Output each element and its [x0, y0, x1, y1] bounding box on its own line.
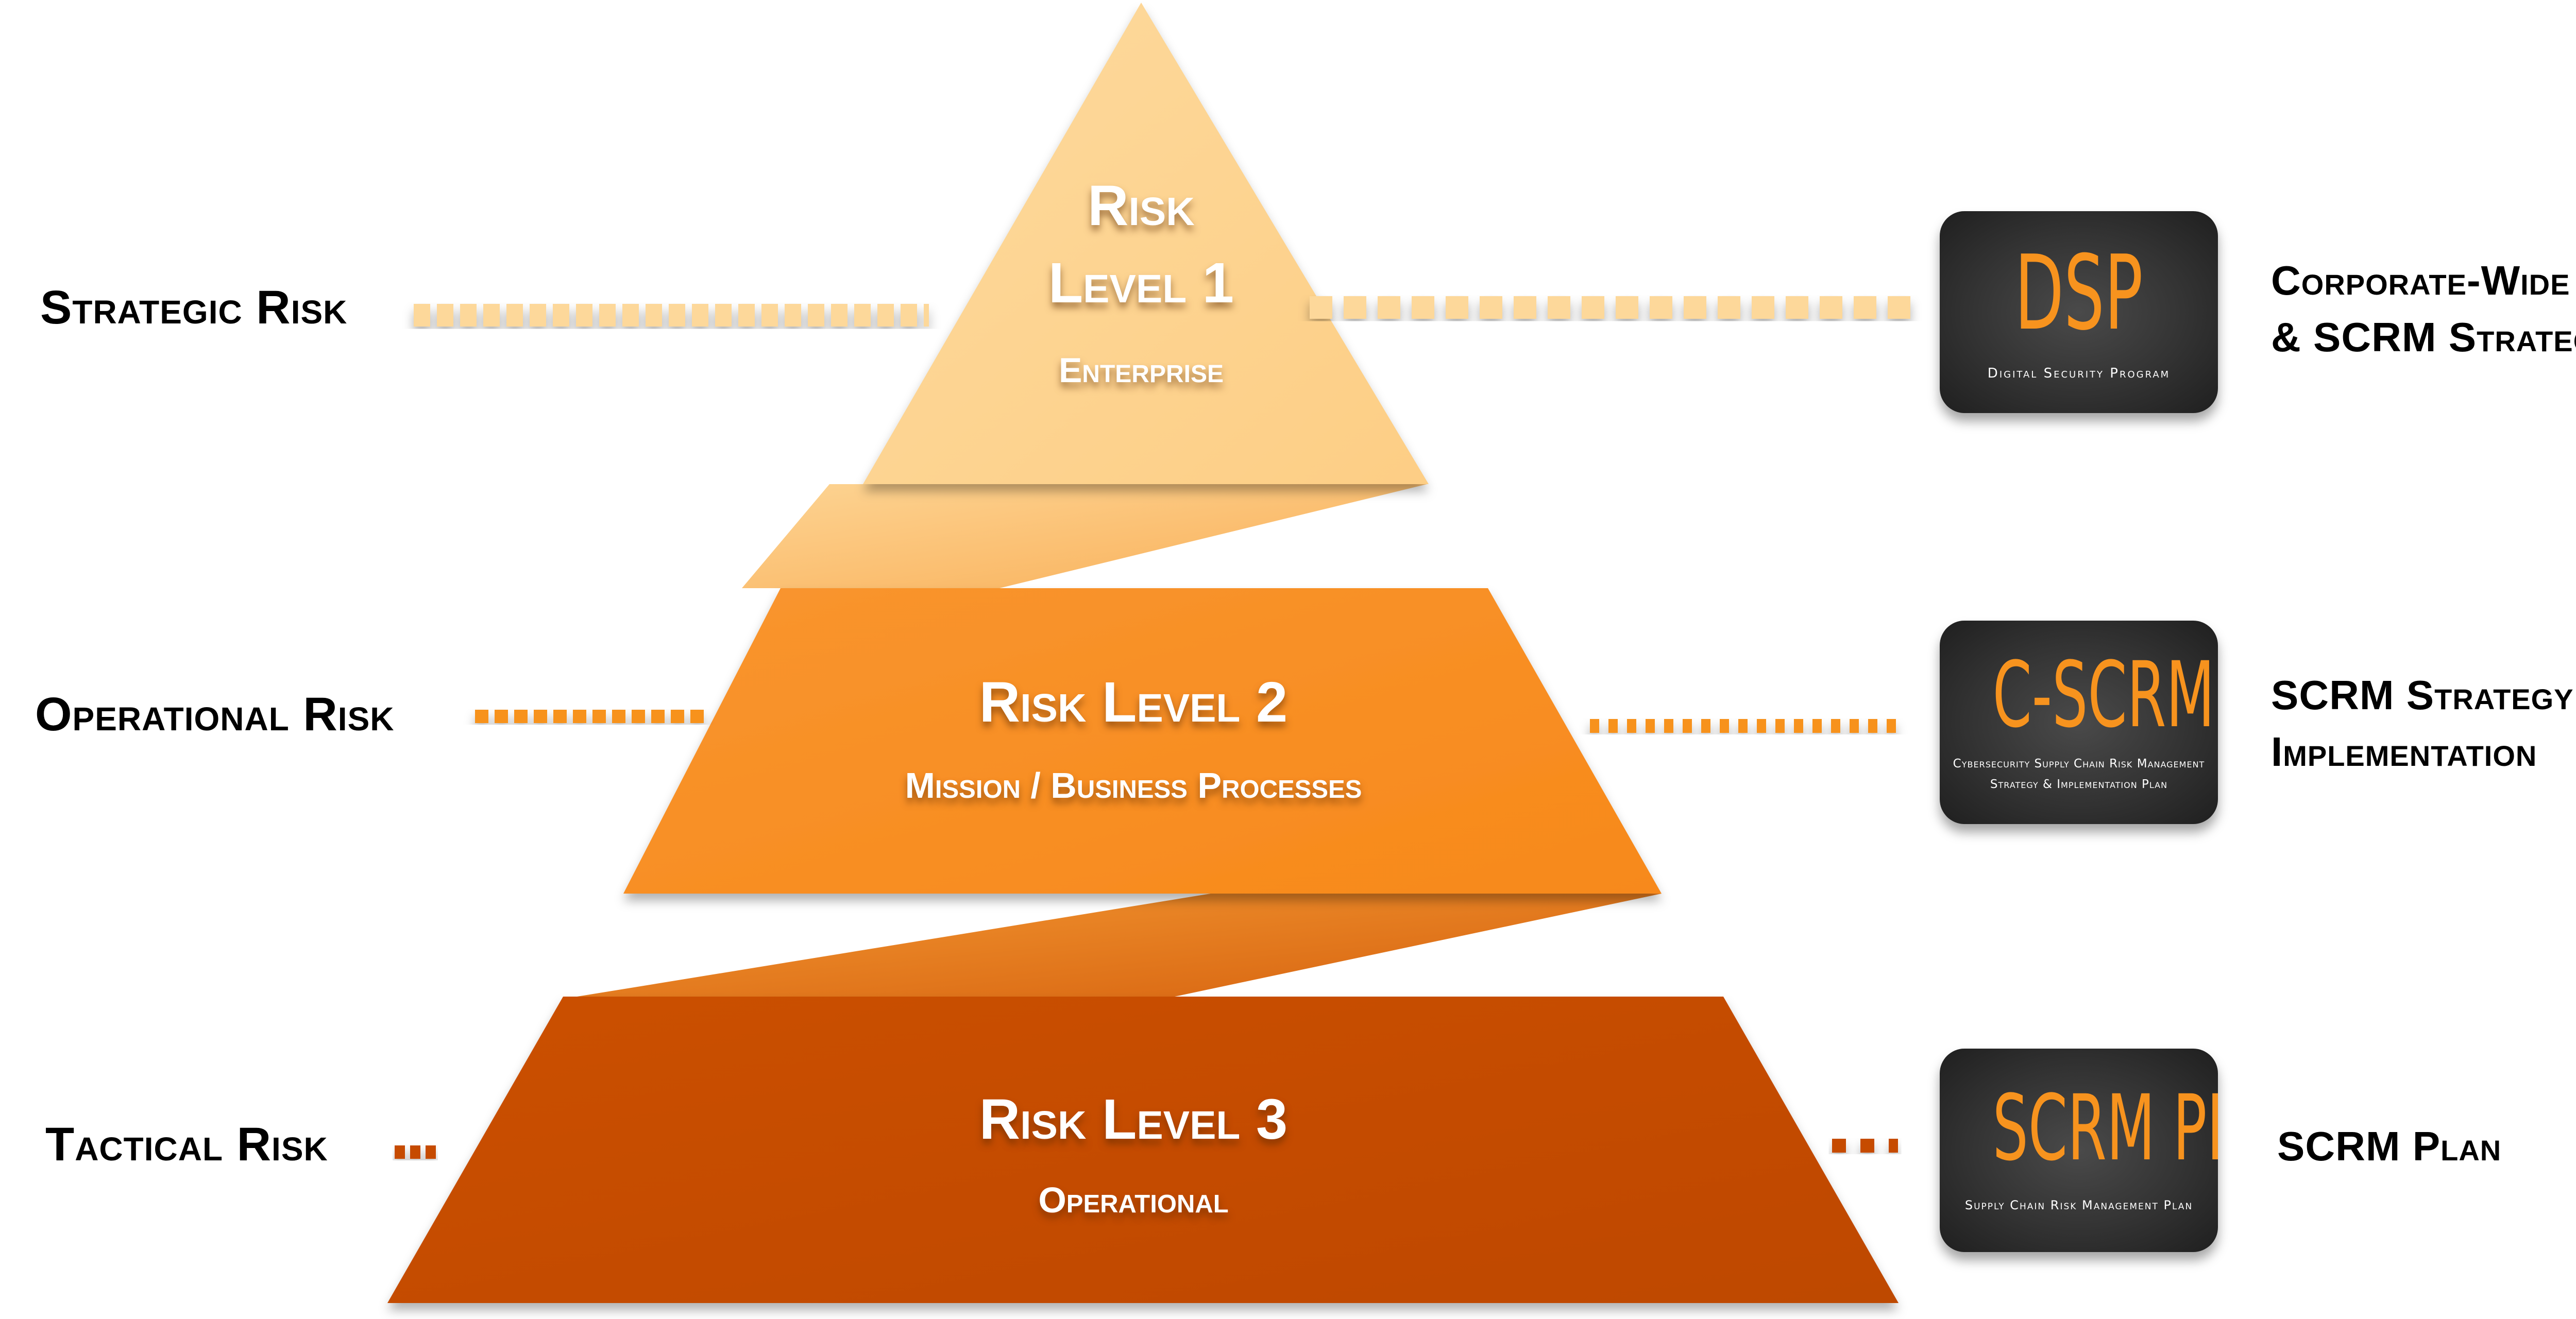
connector-band-1-2 — [742, 484, 1427, 588]
scrm-plan-card: SCRM PLAN Supply Chain Risk Management P… — [1940, 1049, 2218, 1252]
dsp-description-line1: Corporate-Wide Policy — [2271, 258, 2576, 303]
operational-risk-label: Operational Risk — [35, 688, 395, 741]
level-3-trapezoid — [387, 997, 1899, 1303]
dotted-line-tactical-right — [1832, 1139, 1898, 1153]
cscrm-sip-card-title: C-SCRM SIP — [1992, 642, 2218, 748]
level-3-title: Risk Level 3 — [979, 1088, 1288, 1151]
cscrm-sip-card: C-SCRM SIP Cybersecurity Supply Chain Ri… — [1940, 621, 2218, 824]
level-2-title: Risk Level 2 — [979, 671, 1288, 734]
level-1-title: Risk Level 1 — [987, 167, 1296, 322]
connector-band-2-3 — [577, 894, 1662, 997]
cscrm-sip-card-subtitle-line1: Cybersecurity Supply Chain Risk Manageme… — [1953, 757, 2205, 770]
level-1-triangle — [863, 3, 1429, 484]
cscrm-sip-description-line1: SCRM Strategy — [2271, 672, 2574, 718]
dotted-line-strategic-right — [1310, 296, 1910, 319]
dsp-description-line2: & SCRM Strategy — [2271, 314, 2576, 360]
dotted-line-tactical-left — [395, 1145, 436, 1159]
tactical-risk-label: Tactical Risk — [45, 1118, 328, 1171]
level-1-title-line1: Risk — [1088, 174, 1195, 237]
dsp-card-title: DSP — [2014, 233, 2143, 353]
cscrm-sip-card-subtitle-line2: Strategy & Implementation Plan — [1990, 778, 2168, 791]
scrm-plan-card-title: SCRM PLAN — [1992, 1075, 2218, 1181]
dsp-card: DSP Digital Security Program — [1940, 211, 2218, 413]
dsp-card-subtitle: Digital Security Program — [1987, 366, 2171, 381]
cscrm-sip-description: SCRM Strategy Implementation — [2271, 667, 2574, 780]
cscrm-sip-description-line2: Implementation — [2271, 729, 2537, 775]
dotted-line-operational-right — [1590, 719, 1896, 733]
level-1-title-line2: Level 1 — [1048, 251, 1234, 315]
level-1-subtitle: Enterprise — [1058, 351, 1224, 390]
level-2-trapezoid — [623, 588, 1662, 894]
scrm-plan-description: SCRM Plan — [2277, 1123, 2502, 1169]
dotted-line-operational-left — [475, 710, 704, 723]
scrm-plan-card-subtitle: Supply Chain Risk Management Plan — [1964, 1198, 2193, 1212]
dsp-description: Corporate-Wide Policy & SCRM Strategy — [2271, 252, 2576, 366]
level-3-subtitle: Operational — [1038, 1180, 1229, 1220]
strategic-risk-label: Strategic Risk — [40, 281, 348, 334]
dotted-line-strategic-left — [414, 304, 929, 327]
level-2-subtitle: Mission / Business Processes — [905, 765, 1362, 806]
